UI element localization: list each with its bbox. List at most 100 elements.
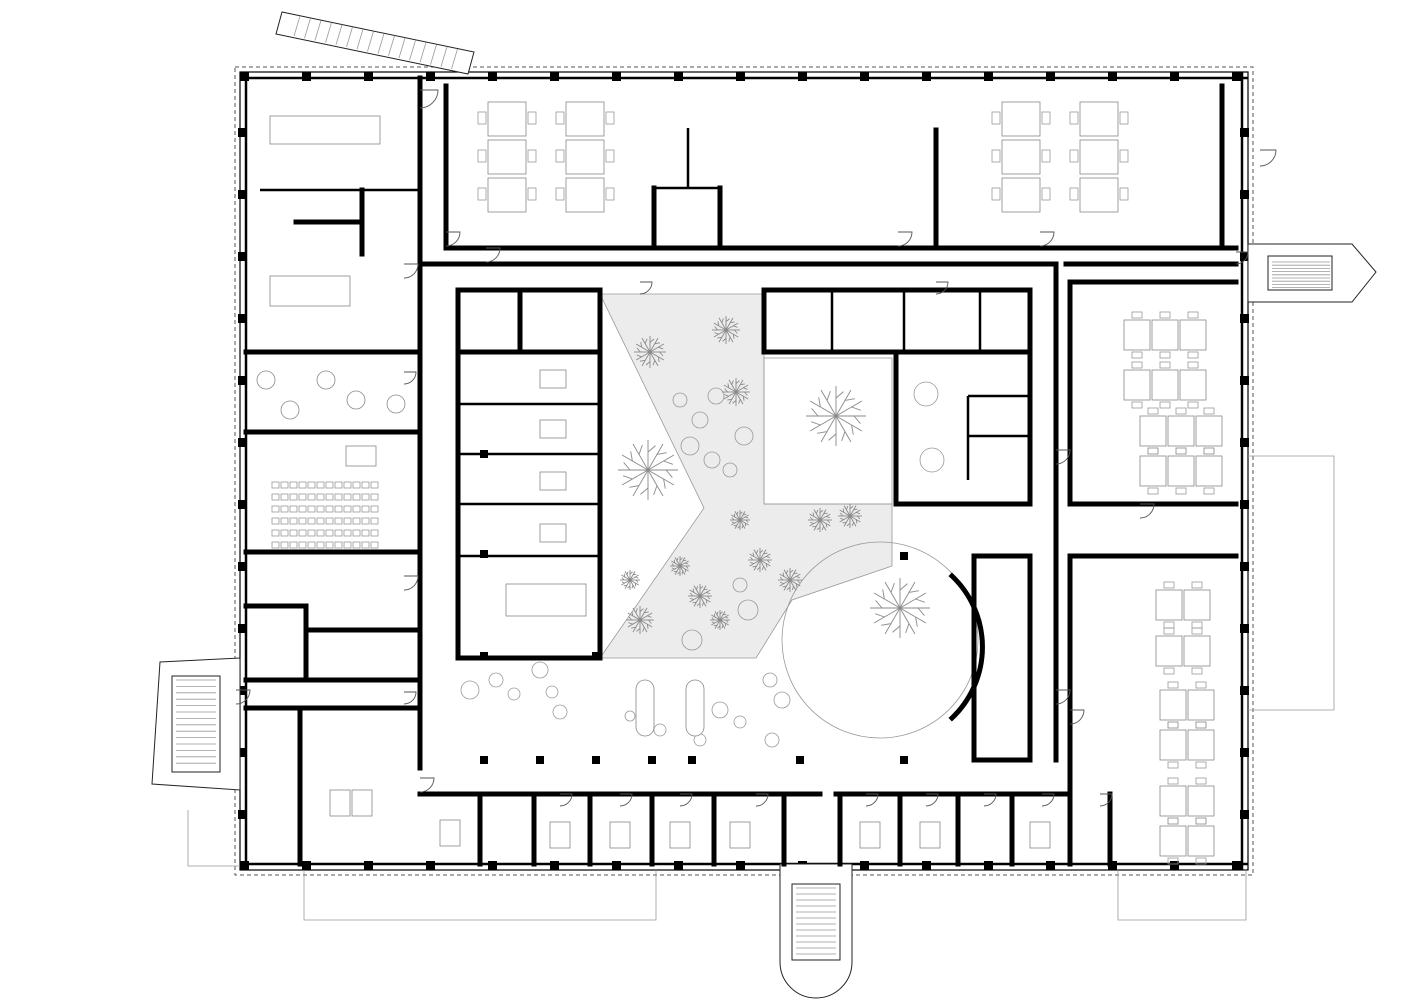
stair-tread (356, 29, 364, 50)
chair (1167, 761, 1179, 769)
tree-branch (647, 469, 664, 497)
chair (1167, 777, 1179, 785)
tree-twig (706, 595, 711, 600)
column (302, 72, 311, 81)
tree-twig (671, 563, 675, 567)
round-table (762, 672, 778, 688)
seat (298, 529, 307, 537)
tree-twig (745, 519, 749, 523)
door-swing (559, 793, 573, 807)
tree-branch (725, 322, 739, 331)
tree-twig (899, 583, 908, 591)
chair (1069, 111, 1079, 125)
desk (539, 369, 567, 389)
tree-branch (641, 337, 651, 353)
tree-twig (839, 512, 844, 517)
tree-twig (673, 559, 676, 564)
tree-twig (628, 622, 633, 625)
door-swing (403, 371, 417, 385)
tree-branch (899, 607, 916, 635)
tree-twig (644, 338, 648, 344)
desk (539, 471, 567, 491)
tree-branch (719, 619, 726, 629)
tree-twig (815, 509, 819, 514)
door-swing (619, 793, 633, 807)
tree-branch (711, 614, 721, 621)
tree-twig (795, 583, 798, 588)
tree-twig (714, 332, 719, 335)
desk (1001, 139, 1041, 175)
tree-branch (873, 607, 901, 624)
tree-twig (737, 525, 741, 529)
tree-branch (849, 515, 861, 523)
column (302, 861, 311, 870)
tree-twig (646, 624, 649, 629)
seat (325, 529, 334, 537)
door-swing (865, 793, 879, 807)
tree-twig (631, 611, 634, 616)
desk (1151, 319, 1179, 351)
column (488, 861, 497, 870)
tree-branch (649, 351, 659, 367)
tree-branch (735, 391, 749, 400)
column (364, 861, 373, 870)
column (922, 861, 931, 870)
seat (343, 481, 352, 489)
desk (439, 819, 461, 847)
round-table (722, 462, 738, 478)
tree-twig (732, 400, 737, 404)
seat (370, 493, 379, 501)
column (1240, 252, 1249, 261)
tree-twig (786, 586, 791, 591)
fixture (913, 381, 939, 407)
bench (635, 679, 655, 737)
column (1232, 72, 1241, 81)
column (860, 861, 869, 870)
column (238, 376, 247, 385)
tree-branch (627, 619, 641, 628)
tree-branch (779, 573, 791, 581)
tree-branch (632, 443, 649, 471)
stair-west (151, 657, 241, 791)
seat (298, 481, 307, 489)
tree-branch (819, 519, 827, 531)
tree-twig (908, 590, 919, 593)
tree-twig (632, 573, 637, 576)
chair (1163, 621, 1175, 629)
tree-branch (679, 565, 689, 572)
tree-twig (856, 515, 861, 520)
desk (1183, 589, 1211, 621)
tree-branch (899, 592, 927, 609)
tree-twig (730, 321, 735, 324)
chair (1131, 361, 1143, 369)
chair (1131, 401, 1143, 409)
tree-twig (696, 602, 701, 607)
tree-twig (663, 478, 666, 489)
seat (298, 541, 307, 549)
tree-twig (692, 588, 695, 593)
tree-twig (735, 380, 740, 384)
seat (370, 481, 379, 489)
seat (289, 529, 298, 537)
seat (316, 517, 325, 525)
desk (859, 821, 881, 849)
tree-twig (727, 383, 730, 388)
tree-twig (689, 597, 694, 601)
tree-twig (621, 581, 625, 584)
round-table (691, 411, 709, 429)
seat (307, 481, 316, 489)
tree-branch (759, 549, 767, 561)
tree-branch (819, 513, 831, 521)
tree-twig (717, 321, 720, 326)
seat (352, 517, 361, 525)
tree-twig (638, 444, 643, 455)
desk (329, 789, 351, 817)
tree-twig (812, 512, 815, 517)
tree-twig (623, 573, 626, 578)
column (1170, 861, 1179, 870)
desk (487, 101, 527, 137)
tree-branch (635, 343, 651, 353)
tree-branch (719, 614, 729, 621)
stair-north-west (275, 11, 475, 75)
chair (1159, 401, 1171, 409)
